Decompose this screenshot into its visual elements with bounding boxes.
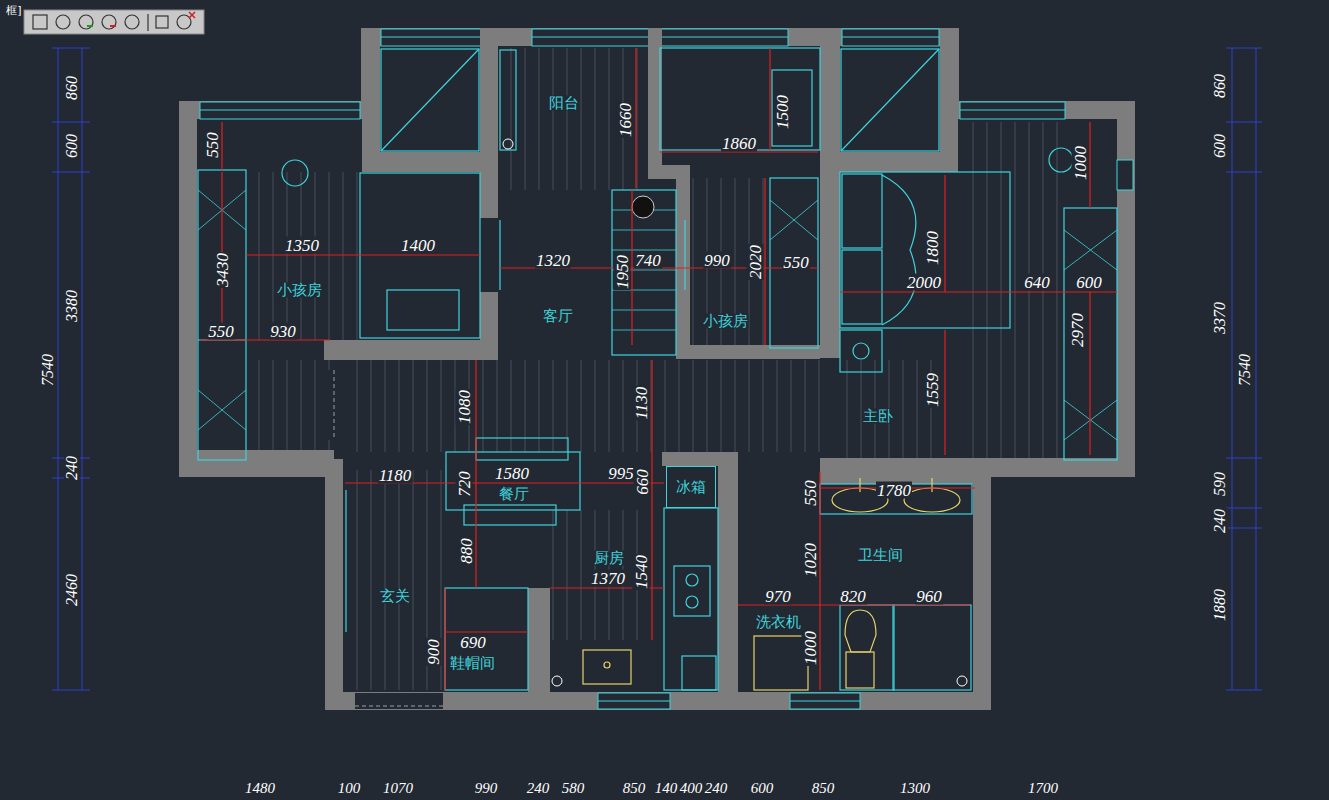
dimension: 1180 (378, 467, 413, 484)
dimension: 660 (634, 468, 651, 496)
bottom-dimension: 990 (474, 781, 499, 796)
dimension: 1800 (924, 230, 941, 266)
scale-dimension: 2460 (64, 573, 80, 607)
dimension: 1660 (617, 102, 634, 138)
bottom-dimension: 100 (337, 781, 362, 796)
dimension: 1080 (456, 389, 473, 425)
room-name: 餐厅 (498, 487, 530, 502)
dimension: 1860 (721, 135, 757, 152)
dimension: 740 (634, 252, 662, 269)
toolbar-text: 框] (5, 5, 22, 16)
scale-dimension: 600 (1212, 133, 1228, 159)
bottom-dimension: 400 (679, 781, 704, 796)
dimension: 3430 (214, 252, 231, 288)
dimension: 2000 (906, 274, 942, 291)
bottom-dimension: 600 (750, 781, 775, 796)
bottom-dimension: 580 (561, 781, 586, 796)
dimension: 970 (764, 588, 792, 605)
dimension: 550 (782, 254, 810, 271)
dimension: 1540 (633, 554, 650, 590)
scale-dimension: 600 (64, 133, 80, 159)
dimension: 550 (204, 131, 221, 159)
room-name: 阳台 (548, 96, 580, 111)
dimension: 990 (703, 252, 731, 269)
room-name: 小孩房 (702, 314, 749, 329)
dimension: 900 (425, 638, 442, 666)
scale-dimension: 240 (64, 455, 80, 481)
scale-dimension: 7540 (40, 353, 56, 387)
room-name: 鞋帽间 (449, 656, 496, 671)
dimension: 2020 (747, 244, 764, 280)
room-name: 主卧 (862, 409, 894, 424)
scale-dimension: 3380 (64, 289, 80, 323)
dimension: 640 (1023, 274, 1051, 291)
dimension: 820 (839, 588, 867, 605)
dimension: 600 (1075, 274, 1103, 291)
bottom-dimension: 850 (622, 781, 647, 796)
dimension: 1370 (590, 570, 626, 587)
dimension: 1559 (924, 372, 941, 408)
bottom-dimension: 1070 (382, 781, 414, 796)
bottom-dimension: 850 (811, 781, 836, 796)
dimension: 1580 (494, 465, 530, 482)
scale-dimension: 240 (1212, 508, 1228, 534)
dimension: 1350 (284, 237, 320, 254)
dimension: 995 (607, 465, 635, 482)
bottom-dimension: 1480 (244, 781, 276, 796)
dimension: 1000 (802, 630, 819, 666)
bottom-dimension: 240 (704, 781, 729, 796)
room-name: 卫生间 (857, 548, 904, 563)
dimension: 550 (207, 323, 235, 340)
dimension: 1500 (774, 94, 791, 130)
bottom-dimension: 140 (654, 781, 679, 796)
dimension: 960 (915, 588, 943, 605)
fridge-label: 冰箱 (676, 478, 706, 497)
room-name: 小孩房 (276, 283, 323, 298)
bottom-dimension: 240 (526, 781, 551, 796)
dimension: 1950 (614, 254, 631, 290)
room-name: 洗衣机 (755, 615, 802, 630)
fridge-box: 冰箱 (666, 466, 716, 508)
dimension: 1020 (802, 542, 819, 578)
scale-dimension: 7540 (1237, 353, 1253, 387)
dimension: 1000 (1072, 145, 1089, 181)
dimension: 1130 (633, 386, 650, 421)
dimension: 1320 (535, 252, 571, 269)
room-name: 客厅 (542, 309, 574, 324)
dimension: 720 (456, 470, 473, 498)
dimension: 1780 (876, 482, 912, 499)
dimension: 2970 (1069, 312, 1086, 348)
dimension: 930 (269, 323, 297, 340)
dimension: 550 (802, 479, 819, 507)
bottom-dimension: 1300 (899, 781, 931, 796)
scale-dimension: 590 (1212, 471, 1228, 497)
scale-dimension: 3370 (1212, 301, 1228, 335)
dimension: 690 (459, 634, 487, 651)
dimension: 1400 (400, 237, 436, 254)
dimension: 880 (458, 537, 475, 565)
room-name: 厨房 (593, 551, 625, 566)
scale-dimension: 860 (1212, 73, 1228, 99)
bottom-dimension: 1700 (1027, 781, 1059, 796)
scale-dimension: 1880 (1212, 588, 1228, 622)
scale-dimension: 860 (64, 75, 80, 101)
room-name: 玄关 (379, 589, 411, 604)
